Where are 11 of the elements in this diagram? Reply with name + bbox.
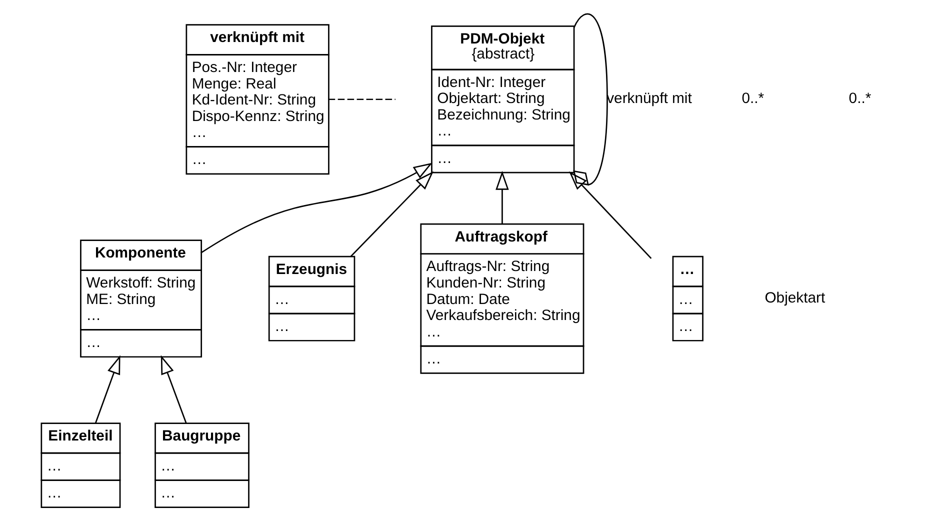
- arrow: [200, 162, 432, 254]
- arrow: [350, 171, 434, 257]
- arrow: [94, 355, 120, 424]
- arrow: [160, 355, 187, 424]
- label: 0..*: [742, 91, 764, 108]
- label: Objektart: [764, 290, 826, 306]
- connector: [573, 13, 608, 186]
- arrow: [568, 171, 652, 259]
- connector: [328, 98, 396, 100]
- arrow: [496, 170, 509, 224]
- label: 0..*: [848, 91, 872, 108]
